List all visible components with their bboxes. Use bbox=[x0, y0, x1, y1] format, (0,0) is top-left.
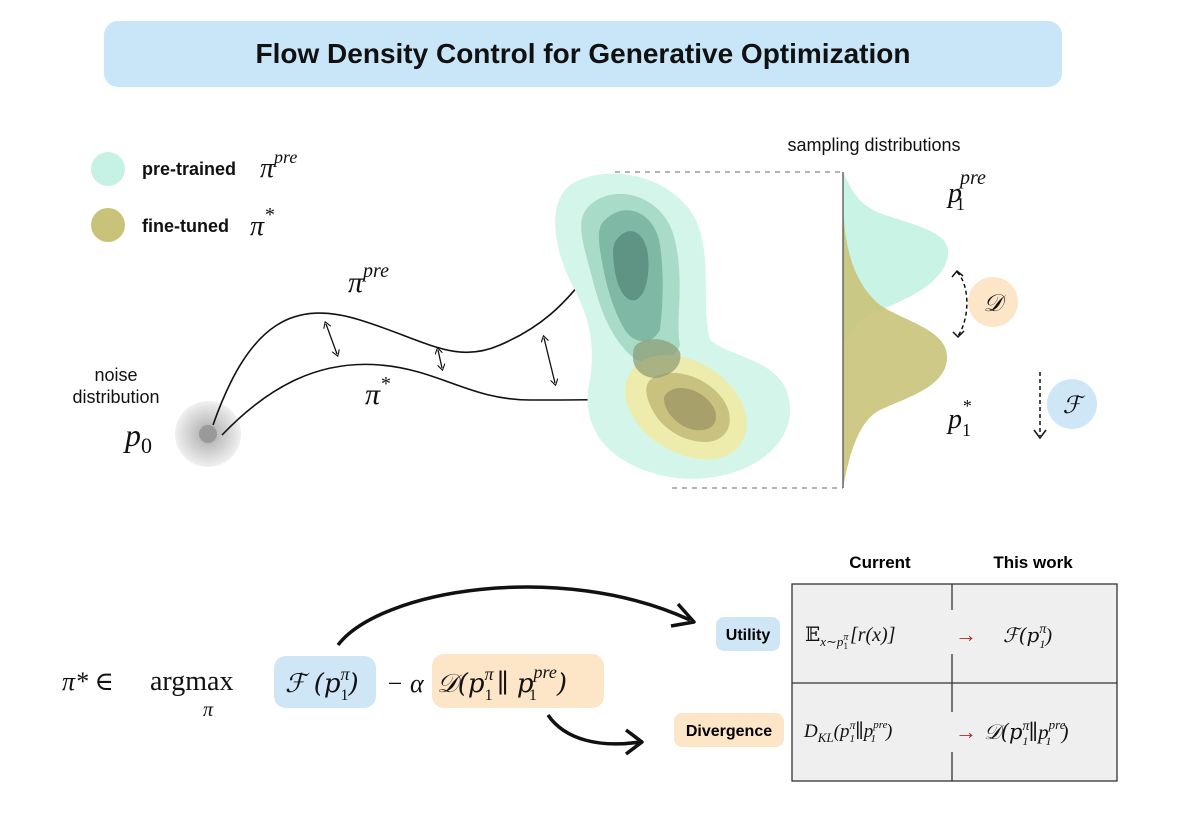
title-banner: Flow Density Control for Generative Opti… bbox=[104, 21, 1062, 87]
contour-olive-core bbox=[664, 387, 716, 431]
cell-utility-arrow: → bbox=[955, 622, 977, 647]
table-header-this-work: This work bbox=[993, 553, 1073, 572]
divergence-arrow-head-bottom bbox=[952, 330, 965, 339]
legend-pretrained-swatch bbox=[91, 152, 125, 186]
row-label-divergence-pill bbox=[674, 713, 784, 747]
cell-divergence-arrow: → bbox=[955, 719, 977, 744]
legend: pre-trained πpre fine-tuned π* bbox=[91, 147, 297, 242]
sampling-bottom-label: p*1 bbox=[946, 396, 971, 440]
arrow-to-utility bbox=[336, 585, 691, 647]
density-finetuned bbox=[843, 210, 948, 488]
legend-finetuned-symbol: π* bbox=[250, 204, 274, 242]
row-label-divergence: Divergence bbox=[686, 723, 772, 740]
utility-symbol: ℱ bbox=[1063, 391, 1086, 419]
marginal-densities bbox=[842, 172, 949, 488]
legend-pretrained-symbol: πpre bbox=[260, 147, 297, 184]
page-title: Flow Density Control for Generative Opti… bbox=[255, 38, 911, 69]
equation-argmax-sub: π bbox=[203, 699, 214, 721]
noise-symbol: p0 bbox=[123, 417, 152, 458]
path-pretrained-label: πpre bbox=[348, 260, 389, 299]
equation-minus-alpha: − α bbox=[386, 669, 425, 698]
path-pretrained bbox=[212, 268, 592, 426]
divergence-badge bbox=[968, 277, 1018, 327]
path-finetuned-label: π* bbox=[365, 373, 390, 411]
legend-pretrained-label: pre-trained bbox=[142, 159, 236, 179]
divergence-arrow bbox=[956, 271, 968, 337]
arrow-to-divergence-head bbox=[624, 728, 644, 756]
density-contours bbox=[555, 173, 790, 479]
comparison-table: Current This work Utility Divergence 𝔼x∼… bbox=[674, 553, 1118, 782]
utility-badge bbox=[1047, 379, 1097, 429]
noise-label-line2: distribution bbox=[72, 387, 159, 407]
gap-arrow-2 bbox=[438, 350, 442, 368]
legend-finetuned-swatch bbox=[91, 208, 125, 242]
noise-label-line1: noise bbox=[94, 365, 137, 385]
row-label-utility: Utility bbox=[726, 627, 771, 644]
noise-source: noise distribution p0 bbox=[72, 365, 241, 467]
divergence-highlight bbox=[432, 654, 604, 708]
table-header-current: Current bbox=[849, 553, 911, 572]
path-finetuned bbox=[221, 363, 636, 436]
equation-lhs: π* ∈ bbox=[62, 667, 114, 696]
contour-teal-core bbox=[613, 231, 649, 301]
arrow-to-utility-head bbox=[670, 602, 696, 628]
equation-argmax: argmax bbox=[150, 666, 233, 697]
sampling-title: sampling distributions bbox=[787, 135, 960, 155]
contour-overlap bbox=[633, 339, 681, 378]
utility-arrow-head bbox=[1033, 429, 1047, 440]
row-label-utility-pill bbox=[716, 617, 780, 651]
utility-highlight bbox=[274, 656, 376, 708]
arrow-to-divergence bbox=[546, 713, 641, 746]
gap-arrow-1 bbox=[326, 324, 337, 354]
noise-core bbox=[199, 425, 217, 443]
divergence-arrow-head-top bbox=[951, 269, 964, 278]
gap-arrow-3 bbox=[544, 338, 555, 383]
legend-finetuned-label: fine-tuned bbox=[142, 216, 229, 236]
